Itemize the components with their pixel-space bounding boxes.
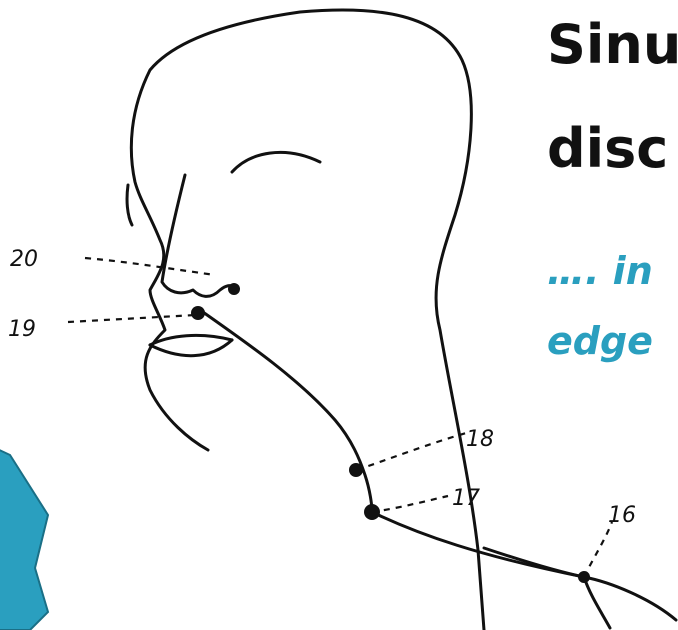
title-line-1: Sinu (547, 18, 678, 72)
label-19: 19 (8, 317, 36, 342)
eyebrow (232, 152, 320, 172)
subtitle-line-1: …. in (547, 252, 653, 290)
leader-20 (85, 258, 215, 275)
leader-18 (357, 432, 470, 470)
lower-neck-line (584, 577, 610, 628)
nose (162, 175, 234, 296)
leader-19 (68, 315, 196, 322)
title-line-2: disc (547, 122, 668, 176)
throat-line (200, 310, 584, 577)
point-18 (349, 463, 363, 477)
upper-lip (150, 335, 232, 345)
point-16 (578, 571, 590, 583)
subtitle-line-2: edge (547, 322, 653, 360)
label-18: 18 (466, 427, 494, 452)
leader-lines (68, 258, 612, 577)
label-20: 20 (10, 247, 38, 272)
shoulder-line (484, 548, 676, 620)
decorative-teal-shape (0, 448, 48, 630)
landmark-points (191, 283, 590, 583)
lower-lip (150, 340, 232, 356)
label-17: 17 (452, 486, 480, 511)
point-17 (364, 504, 380, 520)
point-19 (191, 306, 205, 320)
leader-16 (584, 522, 612, 577)
leader-17 (372, 496, 448, 512)
label-16: 16 (608, 503, 636, 528)
point-20 (228, 283, 240, 295)
hairline (127, 185, 132, 225)
